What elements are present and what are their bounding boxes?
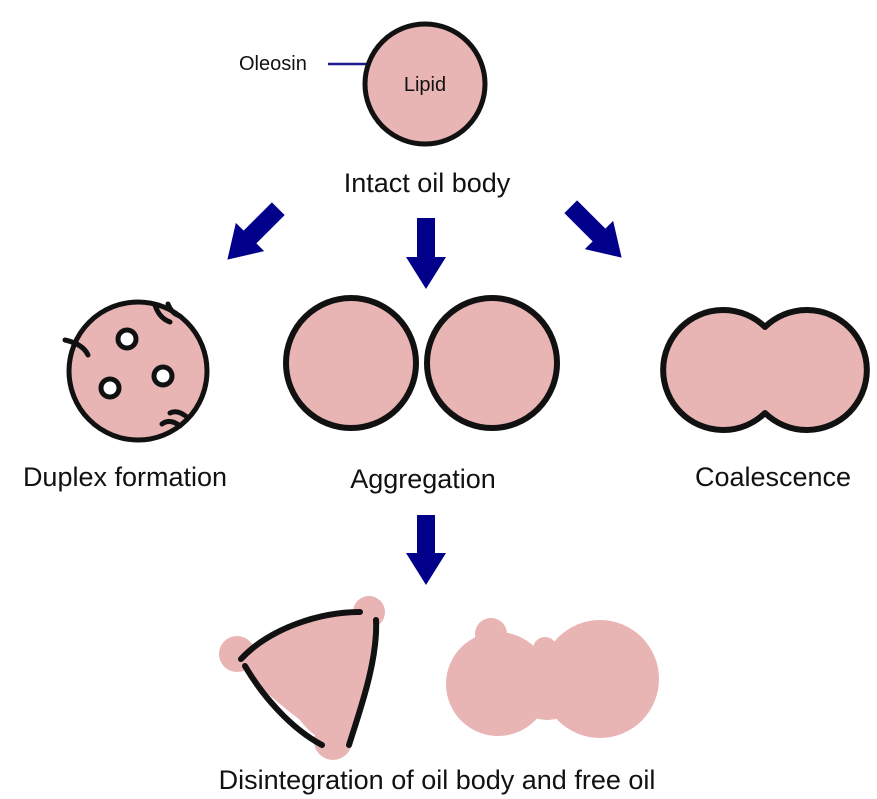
duplex-formation-label: Duplex formation [23, 462, 227, 492]
coalescence-outline [663, 310, 867, 430]
disintegrated-oil-body [219, 596, 385, 760]
aggregated-oil-bodies [286, 298, 557, 428]
duplex-vesicle-3 [101, 379, 119, 397]
duplex-oil-body [65, 302, 207, 440]
free-oil-droplet-1 [475, 618, 507, 650]
oleosin-label: Oleosin [239, 53, 307, 75]
disintegration-label: Disintegration of oil body and free oil [219, 765, 656, 795]
arrow-to-coalescence [557, 193, 636, 272]
duplex-vesicle-2 [154, 367, 172, 385]
free-oil [446, 618, 659, 738]
free-oil-droplet-2 [533, 637, 557, 661]
intact-oil-body-label: Intact oil body [344, 168, 511, 198]
aggregation-left-circle [286, 298, 416, 428]
intact-oil-body: Oleosin Lipid [239, 24, 485, 144]
arrow-to-duplex [213, 195, 292, 274]
arrow-to-aggregation [406, 218, 446, 289]
aggregation-right-circle [427, 298, 557, 428]
duplex-vesicle-1 [118, 330, 136, 348]
coalescence-label: Coalescence [695, 462, 851, 492]
aggregation-label: Aggregation [350, 464, 496, 494]
lipid-label: Lipid [404, 74, 446, 96]
arrow-to-disintegration [406, 515, 446, 585]
coalesced-oil-body [663, 310, 867, 430]
